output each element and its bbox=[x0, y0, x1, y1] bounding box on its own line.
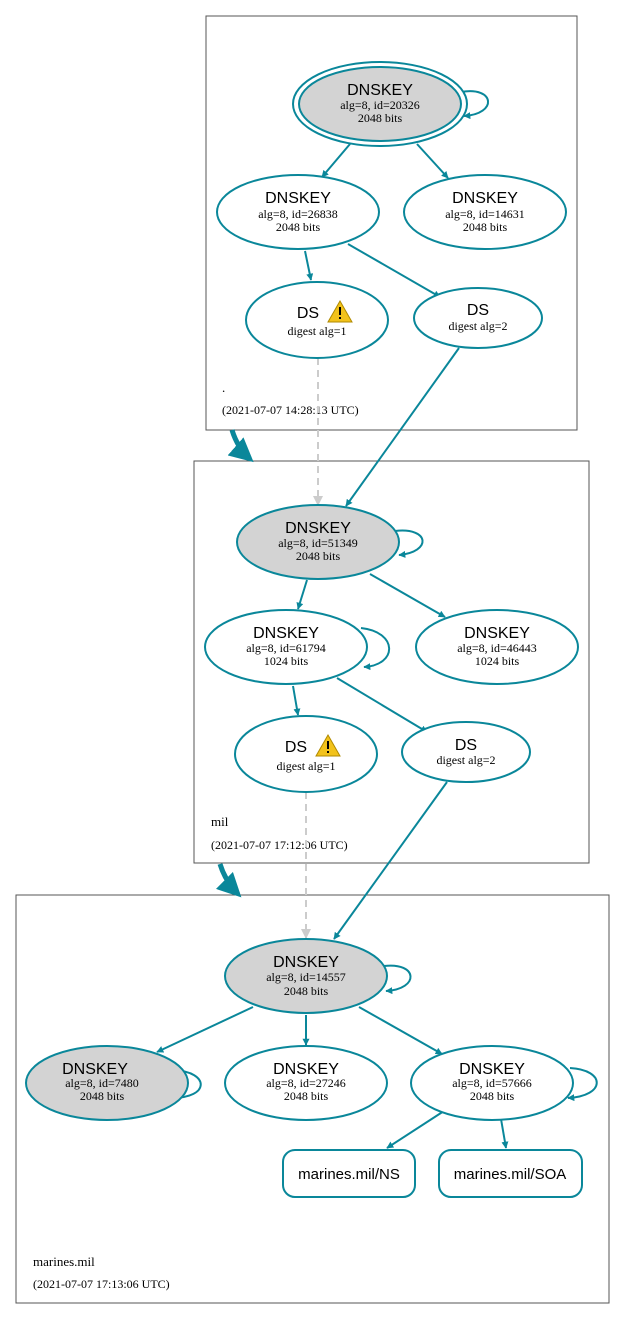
edge-mark3-ns bbox=[386, 1110, 445, 1149]
node-mil-ksk-type: DNSKEY bbox=[285, 520, 351, 537]
zone-marines-timestamp: (2021-07-07 17:13:06 UTC) bbox=[33, 1277, 170, 1291]
rrset-marines-ns: marines.mil/NS bbox=[282, 1149, 416, 1198]
node-root-ds2-type: DS bbox=[467, 302, 489, 319]
zone-mil-name: mil bbox=[211, 814, 229, 829]
node-mil-ds1-type: DS bbox=[285, 739, 307, 756]
node-root-zsk1: DNSKEY alg=8, id=26838 2048 bits bbox=[216, 174, 380, 250]
node-root-ds1: DS digest alg=1 bbox=[245, 281, 389, 359]
zone-mil-timestamp: (2021-07-07 17:12:06 UTC) bbox=[211, 838, 348, 852]
node-marines-key-57666: DNSKEY alg=8, id=57666 2048 bits bbox=[410, 1045, 574, 1121]
warning-icon bbox=[315, 733, 341, 757]
node-mil-ksk-bits: 2048 bits bbox=[296, 549, 341, 563]
node-marines-key-7480-bits: 2048 bits bbox=[80, 1089, 125, 1103]
node-root-ksk-bits: 2048 bits bbox=[358, 111, 403, 125]
node-marines-ksk-type: DNSKEY bbox=[273, 954, 339, 971]
node-root-zsk2: DNSKEY alg=8, id=14631 2048 bits bbox=[403, 174, 567, 250]
node-marines-key-27246: DNSKEY alg=8, id=27246 2048 bits bbox=[224, 1045, 388, 1121]
node-marines-key-57666-bits: 2048 bits bbox=[470, 1089, 515, 1103]
node-marines-ksk-bits: 2048 bits bbox=[284, 984, 329, 998]
node-mil-zsk1: DNSKEY alg=8, id=61794 1024 bits bbox=[204, 609, 368, 685]
edge-rootksk-self bbox=[460, 90, 489, 120]
node-root-zsk2-bits: 2048 bits bbox=[463, 220, 508, 234]
node-marines-ksk-params: alg=8, id=14557 bbox=[266, 970, 346, 984]
edge-milksk-zsk2 bbox=[369, 573, 446, 618]
node-mil-zsk2: DNSKEY alg=8, id=46443 1024 bits bbox=[415, 609, 579, 685]
node-root-ds1-digest: digest alg=1 bbox=[287, 324, 346, 338]
node-root-zsk2-type: DNSKEY bbox=[452, 190, 518, 207]
node-marines-ksk: DNSKEY alg=8, id=14557 2048 bits bbox=[224, 938, 388, 1014]
node-root-ds2: DS digest alg=2 bbox=[413, 287, 543, 349]
node-mil-ds2-type: DS bbox=[455, 737, 477, 754]
node-mil-ds2: DS digest alg=2 bbox=[401, 721, 531, 783]
node-root-zsk1-type: DNSKEY bbox=[265, 190, 331, 207]
delegation-arrow-root-mil bbox=[227, 429, 254, 463]
rrset-marines-soa-label: marines.mil/SOA bbox=[454, 1166, 567, 1183]
node-marines-key-57666-type: DNSKEY bbox=[459, 1061, 525, 1078]
node-mil-zsk2-params: alg=8, id=46443 bbox=[457, 641, 537, 655]
warning-icon bbox=[327, 299, 353, 323]
edge-rootds2-milksk bbox=[345, 347, 460, 507]
node-mil-zsk1-params: alg=8, id=61794 bbox=[246, 641, 326, 655]
edge-rootksk-zsk1 bbox=[321, 143, 351, 178]
node-root-ksk-type: DNSKEY bbox=[347, 82, 413, 99]
edge-milzsk1-ds1 bbox=[292, 685, 301, 716]
delegation-arrow-mil-marines bbox=[215, 863, 242, 898]
node-marines-key-27246-type: DNSKEY bbox=[273, 1061, 339, 1078]
edge-mark3-self bbox=[567, 1067, 598, 1102]
edge-zsk1-ds1 bbox=[304, 250, 314, 281]
node-marines-key-7480: DNSKEY alg=8, id=7480 2048 bits bbox=[25, 1045, 189, 1121]
edge-rootksk-zsk2 bbox=[416, 143, 449, 179]
node-mil-ksk-params: alg=8, id=51349 bbox=[278, 536, 358, 550]
edge-milzsk1-self bbox=[360, 627, 391, 671]
edge-milksk-self bbox=[394, 529, 424, 558]
node-root-zsk1-params: alg=8, id=26838 bbox=[258, 207, 338, 221]
rrset-marines-soa: marines.mil/SOA bbox=[438, 1149, 583, 1198]
node-mil-zsk1-type: DNSKEY bbox=[253, 625, 319, 642]
node-mil-ds1-digest: digest alg=1 bbox=[276, 759, 335, 773]
zone-root-name: . bbox=[222, 380, 225, 395]
node-marines-key-7480-type: DNSKEY bbox=[62, 1061, 128, 1078]
node-root-ksk: DNSKEY alg=8, id=20326 2048 bits bbox=[292, 61, 468, 147]
edge-milzsk1-ds2 bbox=[336, 677, 428, 733]
node-marines-key-7480-params: alg=8, id=7480 bbox=[65, 1076, 139, 1090]
edge-marksk-self bbox=[383, 964, 412, 995]
zone-root-timestamp: (2021-07-07 14:28:13 UTC) bbox=[222, 403, 359, 417]
node-mil-zsk1-bits: 1024 bits bbox=[264, 654, 309, 668]
node-root-ds2-digest: digest alg=2 bbox=[448, 319, 507, 333]
edge-mark3-soa bbox=[500, 1118, 509, 1149]
node-mil-zsk2-bits: 1024 bits bbox=[475, 654, 520, 668]
node-marines-key-27246-bits: 2048 bits bbox=[284, 1089, 329, 1103]
node-root-zsk2-params: alg=8, id=14631 bbox=[445, 207, 525, 221]
node-root-zsk1-bits: 2048 bits bbox=[276, 220, 321, 234]
node-mil-ds2-digest: digest alg=2 bbox=[436, 753, 495, 767]
node-root-ds1-type: DS bbox=[297, 305, 319, 322]
zone-marines-name: marines.mil bbox=[33, 1254, 95, 1269]
edge-milksk-zsk1 bbox=[296, 579, 308, 610]
node-mil-zsk2-type: DNSKEY bbox=[464, 625, 530, 642]
node-mil-ksk: DNSKEY alg=8, id=51349 2048 bits bbox=[236, 504, 400, 580]
edge-milds2-marksk bbox=[333, 781, 448, 940]
node-marines-key-57666-params: alg=8, id=57666 bbox=[452, 1076, 532, 1090]
edge-marksk-k1 bbox=[156, 1006, 254, 1053]
edge-marksk-k3 bbox=[358, 1006, 443, 1055]
edge-zsk1-ds2 bbox=[347, 243, 441, 298]
node-root-ksk-params: alg=8, id=20326 bbox=[340, 98, 420, 112]
rrset-marines-ns-label: marines.mil/NS bbox=[298, 1166, 400, 1183]
node-marines-key-27246-params: alg=8, id=27246 bbox=[266, 1076, 346, 1090]
node-mil-ds1: DS digest alg=1 bbox=[234, 715, 378, 793]
